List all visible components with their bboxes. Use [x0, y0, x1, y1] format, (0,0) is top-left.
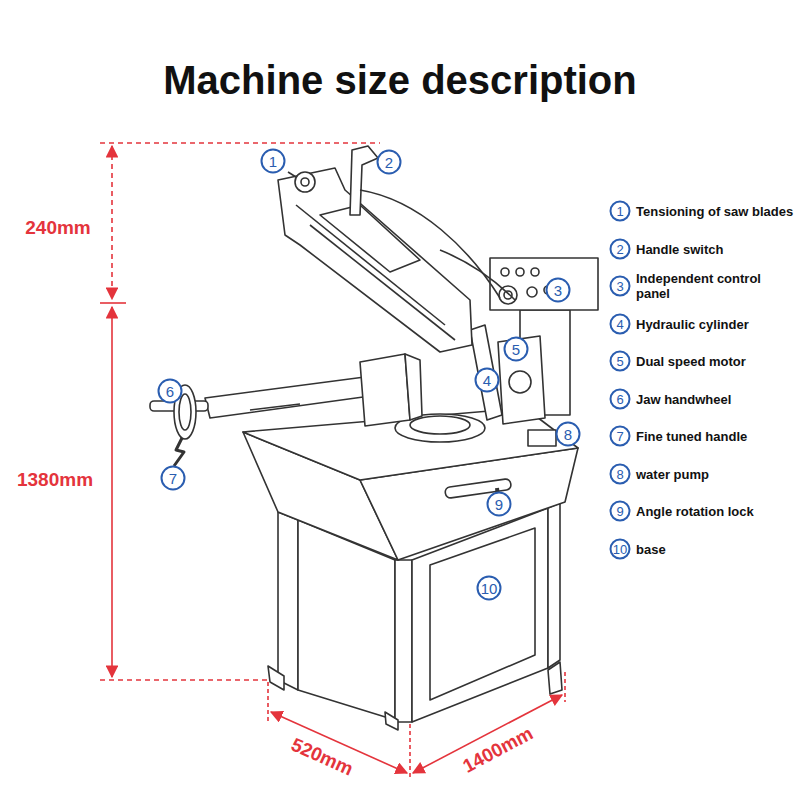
callout-number: 2 [377, 150, 402, 175]
part-name: water pump [636, 467, 709, 482]
callout-number: 5 [504, 337, 529, 362]
dimension-label: 520mm [286, 733, 358, 781]
callout-number: 8 [610, 464, 631, 485]
callout-number: 3 [546, 278, 571, 303]
callout-number: 2 [610, 239, 631, 260]
callout-number: 10 [610, 539, 631, 560]
callout-number: 10 [477, 576, 502, 601]
part-name: Dual speed motor [636, 354, 746, 369]
dimension-label: 240mm [23, 217, 93, 239]
dimension-label: 1400mm [457, 721, 538, 778]
part-name: base [636, 542, 666, 557]
callout-number: 4 [475, 368, 500, 393]
part-name: Fine tuned handle [636, 429, 747, 444]
title: Machine size description [0, 58, 800, 103]
dimension-label: 1380mm [15, 469, 95, 491]
part-name: Tensioning of saw blades [636, 204, 793, 219]
part-name: Hydraulic cylinder [636, 317, 749, 332]
part-name: Angle rotation lock [636, 504, 754, 519]
part-name: Independent control panel [636, 271, 794, 301]
callout-number: 5 [610, 351, 631, 372]
callout-number: 3 [610, 276, 631, 297]
callout-number: 6 [610, 389, 631, 410]
callout-number: 7 [161, 466, 186, 491]
callout-number: 6 [158, 379, 183, 404]
part-name: Handle switch [636, 242, 723, 257]
callout-number: 1 [261, 149, 286, 174]
callout-number: 4 [610, 314, 631, 335]
callout-number: 9 [610, 501, 631, 522]
callout-number: 1 [610, 201, 631, 222]
callout-number: 9 [487, 492, 512, 517]
callout-number: 7 [610, 426, 631, 447]
part-name: Jaw handwheel [636, 392, 731, 407]
band-saw [150, 146, 598, 730]
callout-number: 8 [556, 422, 581, 447]
